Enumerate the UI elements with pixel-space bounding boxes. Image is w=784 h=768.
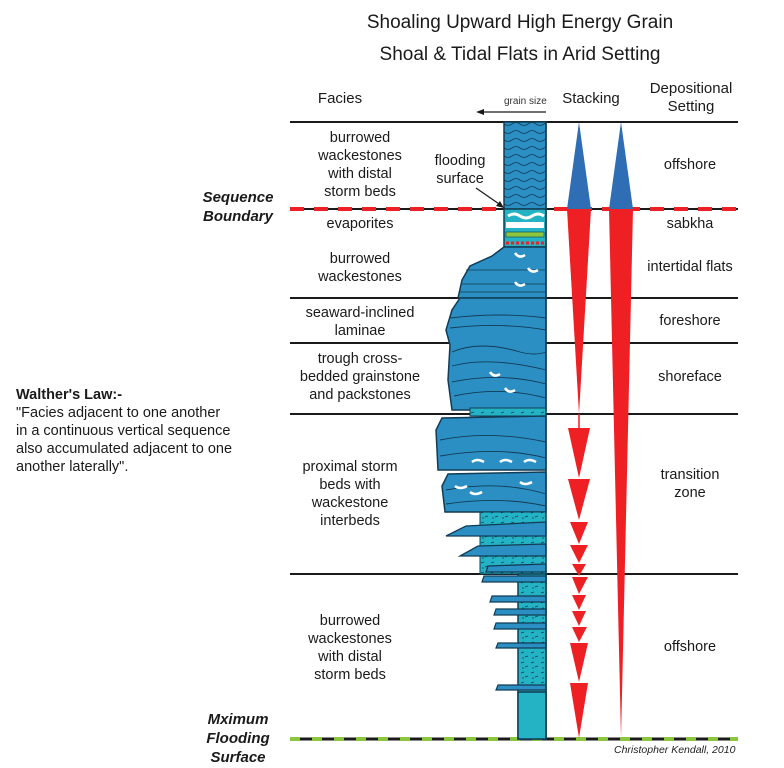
column-storm-bed-3 xyxy=(445,521,547,537)
column-storm-bed-2 xyxy=(441,471,547,513)
column-storm-bed-1 xyxy=(435,415,547,471)
walthers-law-line: in a continuous vertical sequence xyxy=(16,423,231,439)
setting-label-2: sabkha xyxy=(666,216,714,232)
flooding-surface-label: flooding surface xyxy=(424,152,496,188)
facies-label-2: evaporites xyxy=(326,216,394,232)
stacking-small-arrow xyxy=(572,564,586,576)
flooding-surface-label-line-1: flooding xyxy=(434,153,486,169)
walthers-law-line: another laterally". xyxy=(16,459,129,475)
stacking-right-red-taper xyxy=(609,209,633,738)
column-storm-bed-5 xyxy=(485,563,547,573)
title-line-1: Shoaling Upward High Energy Grain xyxy=(366,12,674,33)
rock-column xyxy=(435,121,547,740)
stacking-small-arrow xyxy=(570,522,588,544)
column-thin-bed-1 xyxy=(481,575,547,583)
stacking-small-arrow xyxy=(572,627,587,642)
stacking-small-arrow xyxy=(570,643,588,682)
stacking-small-arrow xyxy=(572,577,588,594)
header-stacking: Stacking xyxy=(562,90,620,107)
stacking-left-red-taper xyxy=(567,209,591,414)
maximum-flooding-surface-label: Mximum Flooding Surface xyxy=(206,711,270,766)
walthers-law-note: Walther's Law:- "Facies adjacent to one … xyxy=(16,386,276,476)
stacking-small-arrow xyxy=(572,611,586,626)
setting-label-3: intertidal flats xyxy=(647,259,733,275)
header-depositional-setting: Depositional Setting xyxy=(636,80,746,116)
column-thin-bed-6 xyxy=(495,684,547,691)
header-grain-size: grain size xyxy=(504,96,547,107)
column-thin-bed-2 xyxy=(489,595,547,603)
column-storm-bed-4 xyxy=(457,543,547,557)
sequence-boundary-label: Sequence Boundary xyxy=(202,189,274,225)
walthers-law-line: also accumulated adjacent to one xyxy=(16,441,233,457)
walthers-law-heading: Walther's Law:- xyxy=(16,387,123,403)
stacking-small-arrow xyxy=(568,479,590,520)
header-depositional-setting-line-1: Depositional xyxy=(649,80,733,97)
setting-label-5: shoreface xyxy=(658,369,722,385)
grain-size-arrow-icon xyxy=(476,109,546,115)
column-thin-bed-4 xyxy=(493,622,547,630)
stacking-left-blue-triangle xyxy=(567,122,591,209)
header-depositional-setting-line-2: Setting xyxy=(667,98,715,115)
setting-label-7: offshore xyxy=(663,639,717,655)
stacking-small-arrow xyxy=(570,683,588,738)
setting-label-1: offshore xyxy=(663,157,717,173)
setting-label-4: foreshore xyxy=(659,313,721,329)
column-thin-bed-5 xyxy=(495,642,547,649)
title-line-2: Shoal & Tidal Flats in Arid Setting xyxy=(379,44,661,65)
stacking-right-blue-triangle xyxy=(609,122,633,209)
author-credit: Christopher Kendall, 2010 xyxy=(614,744,736,756)
flooding-surface-pointer-icon xyxy=(475,187,504,208)
stacking-arrows xyxy=(567,122,633,738)
column-thin-bed-3 xyxy=(493,608,547,616)
stacking-small-arrow xyxy=(568,428,590,478)
stacking-small-arrow xyxy=(572,595,586,610)
stacking-small-arrow xyxy=(570,545,588,563)
flooding-surface-label-line-2: surface xyxy=(436,171,484,187)
walthers-law-line: "Facies adjacent to one another xyxy=(16,405,221,421)
facies-label-5: trough cross-bedded grainstone and packs… xyxy=(299,351,421,403)
header-facies: Facies xyxy=(317,90,363,107)
